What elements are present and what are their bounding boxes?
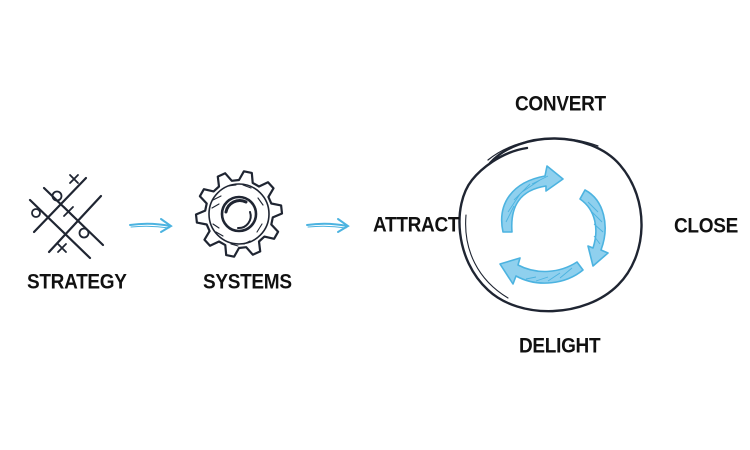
gear-icon [194,170,284,258]
close-label: CLOSE [674,214,738,239]
arrow-right-icon [306,218,350,233]
delight-label: DELIGHT [519,334,601,359]
cycle-arrows-icon [499,165,609,285]
arrow-right-icon [129,218,173,233]
flywheel-circle [458,137,643,313]
strategy-label: STRATEGY [27,270,127,295]
convert-label: CONVERT [515,92,606,117]
attract-label: ATTRACT [373,213,460,238]
systems-label: SYSTEMS [203,270,292,295]
tic-tac-toe-icon [28,174,105,260]
